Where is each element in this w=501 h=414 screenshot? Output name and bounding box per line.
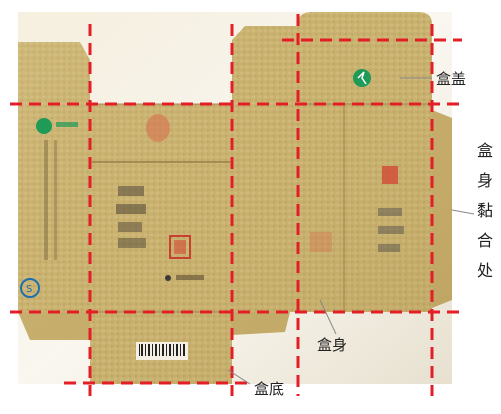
carton-panels [18,12,452,384]
glue-flap [432,110,452,308]
label-lid: 盒盖 [436,70,467,88]
cut-lines [10,14,462,396]
label-bottom: 盒底 [254,380,285,398]
leaf-logo-icon [36,118,52,134]
glue-flap-char-5: 处 [476,261,493,280]
lower-left-flap [18,312,90,340]
glue-flap-char-4: 合 [476,231,493,250]
glue-flap-char-1: 盒 [476,141,493,160]
svg-text:S: S [26,284,32,295]
glue-flap-char-2: 身 [476,171,493,190]
back-panel-artwork [310,166,404,252]
glue-flap-char-3: 黏 [476,201,493,220]
side-panel-middle [232,26,298,312]
label-body: 盒身 [317,336,348,354]
side-panel-artwork: S [20,118,78,298]
label-glue-flap: 盒 身 黏 合 处 [474,136,496,286]
front-panel-artwork [92,114,230,281]
leader-lines [227,77,475,385]
barcode [136,342,188,360]
back-panel [298,104,432,312]
red-seal-icon [382,166,398,184]
lid-logo [353,69,371,87]
lower-right-flap [232,312,290,335]
brand-seal-icon [20,278,40,298]
lid-panel [298,12,432,104]
